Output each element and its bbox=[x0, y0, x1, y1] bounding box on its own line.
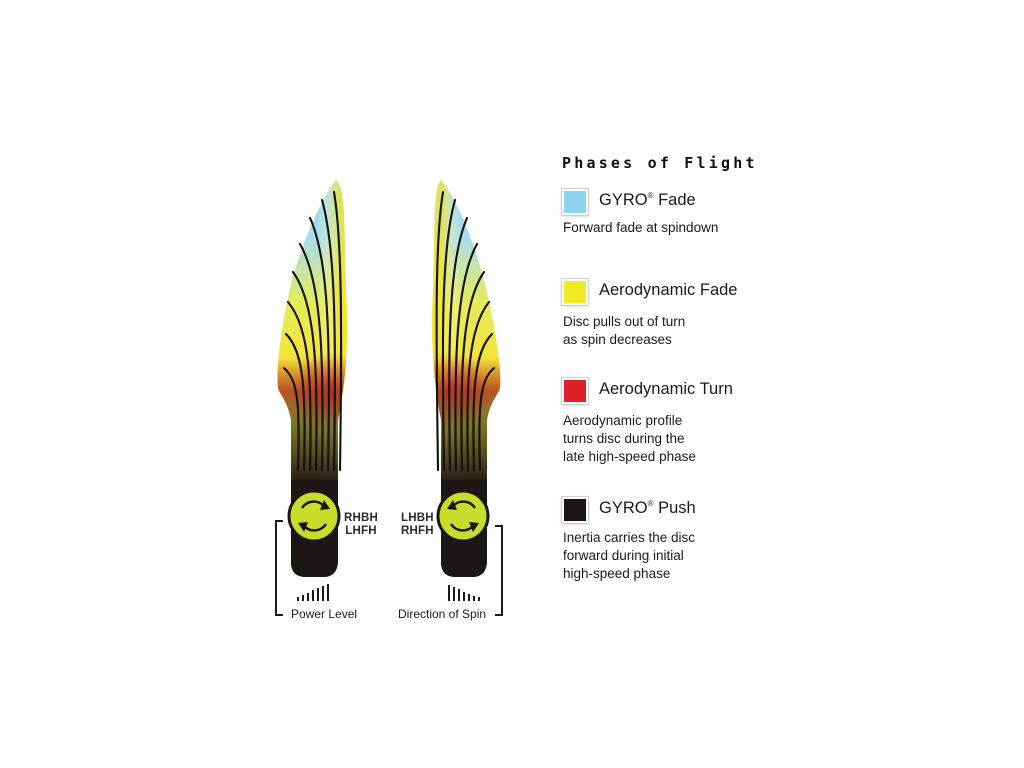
phase-desc-gyro-fade: Forward fade at spindown bbox=[563, 219, 718, 237]
phase-name-gyro-push: GYRO® Push bbox=[599, 499, 696, 518]
swatch-gyro-push bbox=[562, 497, 588, 523]
spin-circle-counterclockwise bbox=[438, 491, 488, 541]
throw-label-left-2: LHFH bbox=[344, 525, 378, 538]
throw-label-right: LHBH RHFH bbox=[401, 512, 434, 538]
throw-label-right-2: RHFH bbox=[401, 525, 434, 538]
throw-label-left: RHBH LHFH bbox=[344, 512, 378, 538]
spin-circle-clockwise bbox=[289, 491, 339, 541]
swatch-gyro-fade bbox=[562, 189, 588, 215]
swatch-aero-fade bbox=[562, 279, 588, 305]
swatch-aero-turn bbox=[562, 378, 588, 404]
phase-name-gyro-fade: GYRO® Fade bbox=[599, 191, 696, 210]
phase-name-aero-fade: Aerodynamic Fade bbox=[599, 281, 738, 300]
bracket-left bbox=[276, 521, 283, 615]
direction-of-spin-caption: Direction of Spin bbox=[398, 607, 486, 621]
throw-label-right-1: LHBH bbox=[401, 512, 434, 525]
phase-name-aero-turn: Aerodynamic Turn bbox=[599, 380, 733, 399]
phase-desc-aero-fade: Disc pulls out of turn as spin decreases bbox=[563, 313, 685, 349]
power-level-icon bbox=[297, 584, 329, 601]
spin-level-icon bbox=[448, 585, 480, 601]
throw-label-left-1: RHBH bbox=[344, 512, 378, 525]
phase-desc-aero-turn: Aerodynamic profile turns disc during th… bbox=[563, 412, 696, 466]
phase-desc-gyro-push: Inertia carries the disc forward during … bbox=[563, 529, 695, 583]
bracket-right bbox=[495, 526, 502, 615]
legend-title: Phases of Flight bbox=[562, 154, 758, 172]
power-level-caption: Power Level bbox=[291, 607, 357, 621]
